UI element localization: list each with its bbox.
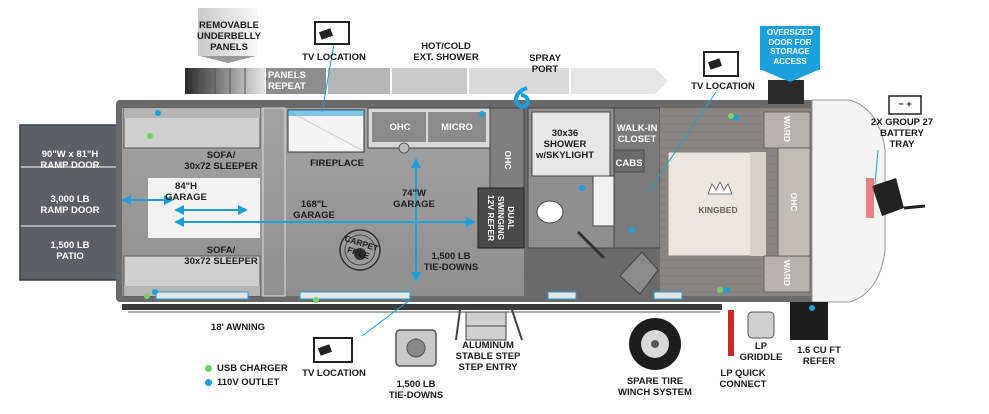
tv-location-right-label: TV LOCATION — [691, 81, 755, 92]
ohc-kitchen-label: OHC — [389, 122, 411, 133]
underbelly-panels-bar — [185, 68, 668, 94]
spray-hose — [513, 86, 530, 109]
ramp-door — [19, 124, 121, 281]
tv-icon — [314, 21, 350, 45]
down-arrow-icon — [762, 70, 818, 82]
lp-griddle — [747, 311, 775, 339]
fireplace-label: FIREPLACE — [310, 158, 364, 169]
110v-outlet-dot — [205, 379, 212, 386]
kingbed-crown-icon — [707, 181, 733, 195]
usb-charger-dot — [205, 365, 212, 372]
cabs-label: CABS — [615, 158, 643, 169]
ohc-bed-label: OHC — [789, 192, 799, 212]
sofa-top-label: SOFA/30x72 SLEEPER — [184, 150, 258, 172]
legend-110v-outlet: 110V OUTLET — [205, 377, 279, 388]
legend-usb-charger: USB CHARGER — [205, 363, 288, 374]
leader-lines — [321, 43, 879, 337]
tv-icon — [313, 337, 353, 363]
battery-tray — [866, 178, 926, 218]
tv-icon — [703, 51, 739, 77]
trailer-body — [116, 80, 886, 340]
spare-tire-icon — [629, 318, 681, 370]
battery-symbols: − + — [898, 99, 912, 110]
tv-location-top-label: TV LOCATION — [302, 52, 366, 63]
stable-step-label: STABLE STEP — [455, 351, 521, 362]
tv-location-bottom-label: TV LOCATION — [302, 368, 366, 379]
micro-label: MICRO — [441, 122, 473, 133]
ward-bottom-label: WARD — [782, 260, 792, 286]
stable-step — [455, 309, 523, 341]
legend-110v-label: 110V OUTLET — [217, 377, 280, 388]
sofa-bottom-label: SOFA/30x72 SLEEPER — [184, 245, 258, 267]
lp-quick-connect — [728, 310, 734, 356]
carpet-free-badge — [339, 229, 381, 271]
ward-top-label: WARD — [782, 116, 792, 142]
battery-icon — [888, 95, 922, 115]
awning-label: 18' AWNING — [210, 322, 266, 333]
legend-usb-label: USB CHARGER — [217, 363, 288, 374]
outlet-dots — [144, 110, 815, 311]
down-arrow-icon — [200, 56, 256, 63]
kingbed-label: KINGBED — [698, 205, 738, 215]
garage-dimension-arrows — [121, 158, 476, 282]
tie-down-icon — [395, 329, 437, 367]
ohc-side-label: OHC — [503, 150, 513, 170]
